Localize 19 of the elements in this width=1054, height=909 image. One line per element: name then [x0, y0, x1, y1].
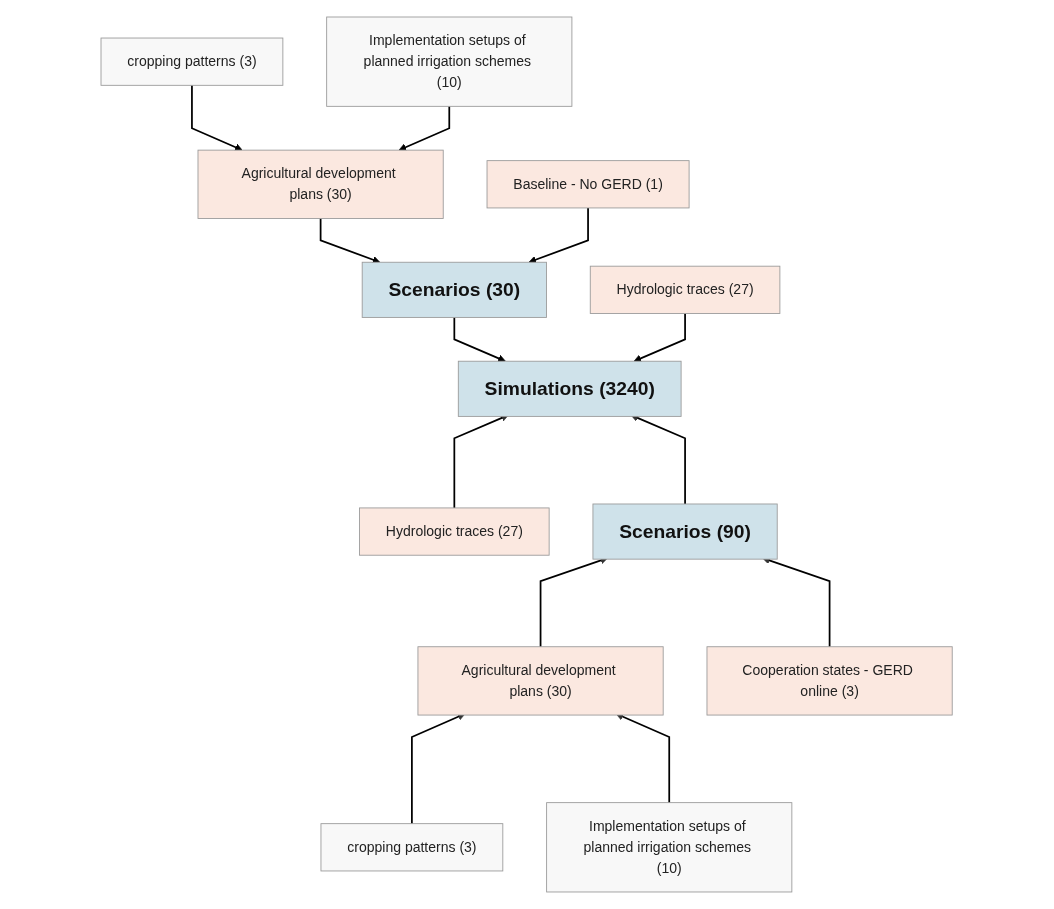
arrow	[453, 316, 507, 362]
node-box: Implementation setups of planned irrigation schemes (10)	[546, 802, 793, 893]
node-box: Cooperation states - GERD online (3)	[706, 646, 954, 716]
node-box: Agricultural development plans (30)	[197, 149, 445, 219]
arrow	[528, 207, 590, 264]
node-box: Baseline - No GERD (1)	[486, 160, 690, 209]
node-box: cropping patterns (3)	[320, 823, 504, 872]
node-box: Simulations (3240)	[458, 360, 682, 417]
arrow	[634, 312, 687, 362]
node-box: Implementation setups of planned irrigation schemes (10)	[326, 16, 573, 107]
node-box: Scenarios (30)	[362, 261, 548, 318]
arrow	[191, 84, 243, 151]
node-box: Hydrologic traces (27)	[359, 507, 550, 556]
node-box: Agricultural development plans (30)	[417, 646, 664, 716]
node-box: cropping patterns (3)	[100, 37, 284, 86]
node-box: Hydrologic traces (27)	[590, 265, 781, 314]
node-box: Scenarios (90)	[592, 503, 779, 560]
arrow	[320, 217, 381, 264]
arrow	[399, 105, 451, 151]
